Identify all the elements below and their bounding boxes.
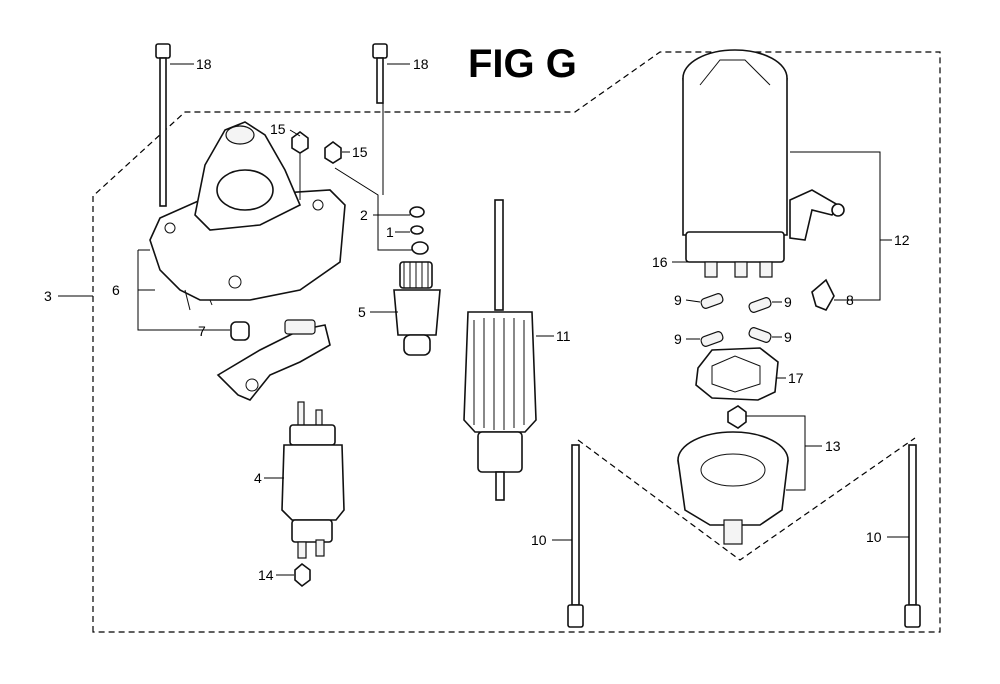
callout-9-c: 9 [674,331,682,347]
leader-lines [58,63,909,576]
callout-6: 6 [112,282,120,298]
callout-15-right: 15 [352,144,368,160]
assembly-boundary [92,51,941,633]
bolt-18-left-part [155,43,171,207]
front-housing-part [149,121,346,311]
brush-holder-17-part [695,347,779,401]
callout-18-left: 18 [196,56,212,72]
pinion-5-part [393,261,441,356]
callout-12: 12 [894,232,910,248]
callout-15-left: 15 [270,121,286,137]
washers-1-2-part [409,206,429,255]
callout-17: 17 [788,370,804,386]
nut-14-part [294,562,311,588]
callout-10-left: 10 [531,532,547,548]
shift-lever-part [216,319,331,401]
bolt-18-right-part [372,43,388,104]
callout-2: 2 [360,207,368,223]
callout-9-a: 9 [674,292,682,308]
callout-8: 8 [846,292,854,308]
callout-4: 4 [254,470,262,486]
cap-7-part [230,321,250,341]
callout-9-b: 9 [784,294,792,310]
callout-7: 7 [198,323,206,339]
yoke-12-part [682,49,845,278]
callout-10-right: 10 [866,529,882,545]
nut-15-left-part [291,131,309,200]
end-cover-boundary [577,437,916,561]
callout-5: 5 [358,304,366,320]
callout-18-right: 18 [413,56,429,72]
callout-labels: 18 18 15 15 2 1 3 6 7 5 11 4 14 12 16 8 … [44,56,910,583]
brush-8-part [811,278,835,312]
callout-11: 11 [556,328,571,344]
armature-11-part [463,199,537,501]
callout-3: 3 [44,288,52,304]
through-bolt-10-left-part [567,444,584,628]
callout-9-d: 9 [784,329,792,345]
callout-1: 1 [386,224,394,240]
callout-13: 13 [825,438,841,454]
through-bolt-10-right-part [904,444,921,628]
callout-16: 16 [652,254,668,270]
nut-15-right-part [324,141,342,164]
springs-9-part [700,293,772,347]
end-cover-13-part [677,405,789,545]
solenoid-4-part [281,401,345,559]
figure-title: FIG G [468,42,577,86]
callout-14: 14 [258,567,274,583]
